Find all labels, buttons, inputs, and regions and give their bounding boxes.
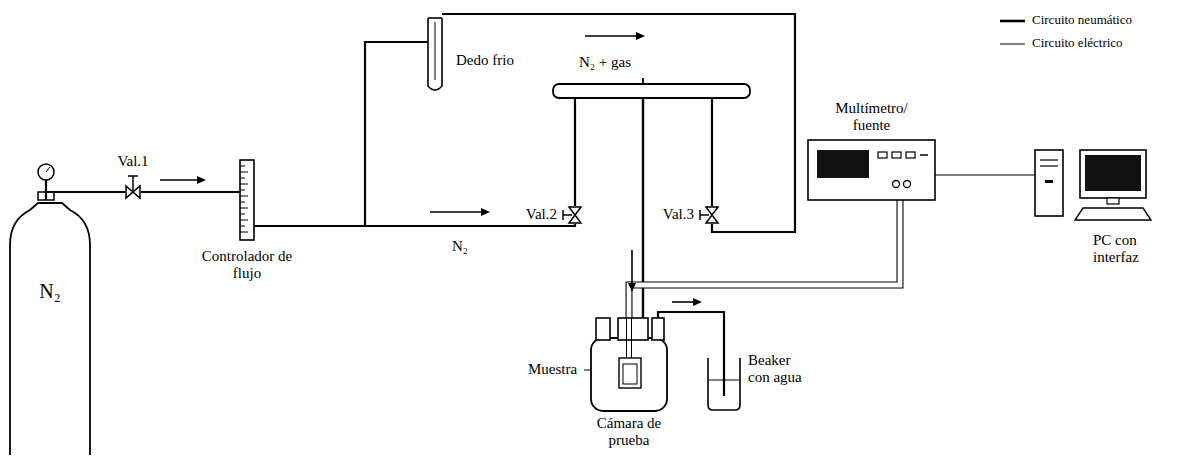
- valve-outline: [704, 206, 720, 224]
- node-label: Dedo frio: [456, 52, 514, 69]
- cold-finger-outline: [428, 14, 442, 92]
- cold-finger: Dedo frio: [428, 14, 442, 92]
- valve-outline: [567, 206, 583, 224]
- node-label: Val.2: [526, 206, 557, 223]
- legend-sample: [1000, 44, 1025, 45]
- test-chamber: Cámara de prueba: [590, 318, 668, 412]
- computer: PC con interfaz: [1035, 150, 1160, 222]
- connector-line: [141, 191, 240, 193]
- wire-inner: [629, 200, 900, 318]
- edge-label: N₂: [450, 238, 470, 255]
- electric-wire: [629, 200, 900, 318]
- node-label: Beaker con agua: [748, 352, 812, 387]
- node-label: Multímetro/ fuente: [826, 100, 918, 135]
- flow-controller-outline: [240, 160, 254, 240]
- connector-line: [254, 224, 575, 226]
- pipe: [723, 358, 725, 396]
- node-label: Controlador de flujo: [192, 248, 302, 283]
- wire-outer: [629, 200, 900, 318]
- gas-cylinder: N₂: [8, 200, 92, 456]
- pipe: [935, 175, 1035, 176]
- node-label: Cámara de prueba: [579, 415, 679, 450]
- valve: Val.2: [567, 206, 583, 224]
- beaker-outline: [708, 358, 740, 410]
- valve-outline: [125, 184, 141, 200]
- pipe: [442, 14, 795, 232]
- pipe: [141, 192, 240, 193]
- test-chamber-outline: [590, 318, 668, 412]
- pipe: [254, 42, 428, 226]
- manifold-stub: [642, 78, 644, 84]
- part-label: Muestra: [528, 361, 577, 378]
- pipe: [254, 224, 575, 226]
- connector-line: [935, 175, 1035, 176]
- multimeter: Multímetro/ fuente: [808, 140, 935, 200]
- flow-controller: Controlador de flujo: [240, 160, 254, 240]
- pipe: [575, 91, 643, 318]
- connector-line: [658, 312, 724, 358]
- pipe: [46, 192, 125, 200]
- valve: Val.3: [704, 206, 720, 224]
- computer-outline: [1035, 150, 1160, 222]
- connector-line: [254, 42, 428, 226]
- pipe: [658, 312, 724, 358]
- node-label: PC con interfaz: [1093, 232, 1165, 267]
- manifold: [553, 84, 750, 98]
- legend-sample: [1000, 20, 1025, 23]
- node-label: Val.3: [663, 206, 694, 223]
- multimeter-outline: [808, 140, 935, 200]
- gas-cylinder-outline: [8, 200, 92, 456]
- legend-text: Circuito eléctrico: [1032, 36, 1123, 51]
- legend-text: Circuito neumático: [1032, 13, 1132, 28]
- connector-line: [46, 192, 125, 200]
- connector-line: [575, 91, 643, 318]
- connector-line: [442, 14, 795, 232]
- valve: Val.1: [125, 184, 141, 200]
- node-label: N₂: [8, 280, 92, 303]
- node-label: Val.1: [117, 153, 148, 170]
- edge-label: N₂ + gas: [577, 54, 633, 71]
- beaker: Beaker con agua: [708, 358, 740, 410]
